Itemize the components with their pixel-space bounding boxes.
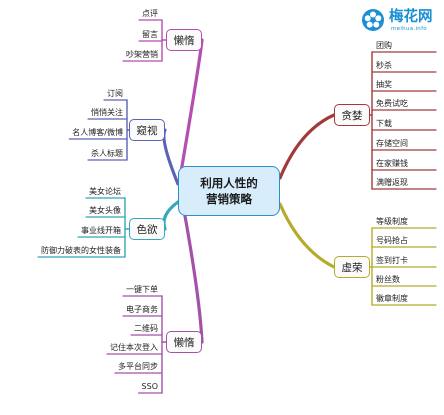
connector-line: [278, 202, 336, 269]
leaf-node[interactable]: 吵架营销: [126, 50, 158, 59]
leaf-node[interactable]: 粉丝数: [376, 275, 400, 284]
leaf-node[interactable]: 多平台同步: [118, 362, 158, 371]
leaf-node[interactable]: 号码抢占: [376, 236, 408, 245]
leaf-node[interactable]: SSO: [141, 382, 158, 391]
leaf-node[interactable]: 免费试吃: [376, 99, 408, 108]
leaf-node[interactable]: 二维码: [134, 324, 158, 333]
leaf-node[interactable]: 留言: [142, 30, 158, 39]
branch-node-peek[interactable]: 窥视: [129, 119, 165, 141]
leaf-node[interactable]: 事业线开箱: [81, 226, 121, 235]
leaf-node[interactable]: 美女论坛: [89, 187, 121, 196]
leaf-node[interactable]: 防御力破表的女性装备: [41, 246, 121, 255]
connector-line: [162, 200, 180, 231]
leaf-node[interactable]: 杀人标题: [91, 149, 123, 158]
leaf-node[interactable]: 电子商务: [126, 305, 158, 314]
central-topic-line-2: 营销策略: [206, 192, 252, 206]
leaf-node[interactable]: 名人博客/微博: [72, 128, 123, 137]
connector-line: [162, 128, 180, 186]
logo-title: 梅花网: [389, 9, 433, 25]
leaf-node[interactable]: 在家赚钱: [376, 159, 408, 168]
branch-node-vanity[interactable]: 虚荣: [334, 256, 370, 278]
leaf-node[interactable]: 满赠返现: [376, 178, 408, 187]
connector-line: [178, 38, 204, 180]
leaf-node[interactable]: 等级制度: [376, 217, 408, 226]
connector-line: [278, 113, 336, 180]
leaf-node[interactable]: 记住本次登入: [110, 343, 158, 352]
central-topic[interactable]: 利用人性的 营销策略: [178, 166, 280, 216]
leaf-node[interactable]: 下载: [376, 119, 392, 128]
branch-node-lazy[interactable]: 懒惰: [166, 331, 202, 353]
leaf-node[interactable]: 团购: [376, 41, 392, 50]
leaf-node[interactable]: 秒杀: [376, 61, 392, 70]
branch-node-lust[interactable]: 色欲: [129, 218, 165, 240]
leaf-node[interactable]: 悄悄关注: [91, 108, 123, 117]
leaf-node[interactable]: 徽章制度: [376, 294, 408, 303]
leaf-node[interactable]: 存储空间: [376, 139, 408, 148]
leaf-node[interactable]: 订阅: [107, 89, 123, 98]
connector-line: [183, 214, 204, 344]
leaf-node[interactable]: 签到打卡: [376, 256, 408, 265]
plum-blossom-icon: [362, 9, 384, 31]
site-logo[interactable]: 梅花网 meihua.info: [361, 8, 439, 36]
leaf-node[interactable]: 美女头像: [89, 206, 121, 215]
logo-url: meihua.info: [391, 26, 427, 32]
leaf-node[interactable]: 点评: [142, 9, 158, 18]
leaf-node[interactable]: 抽奖: [376, 80, 392, 89]
leaf-node[interactable]: 一键下单: [126, 285, 158, 294]
branch-node-greed[interactable]: 贪婪: [334, 104, 370, 126]
branch-node-laziness[interactable]: 懒惰: [166, 29, 202, 51]
central-topic-line-1: 利用人性的: [200, 176, 258, 190]
